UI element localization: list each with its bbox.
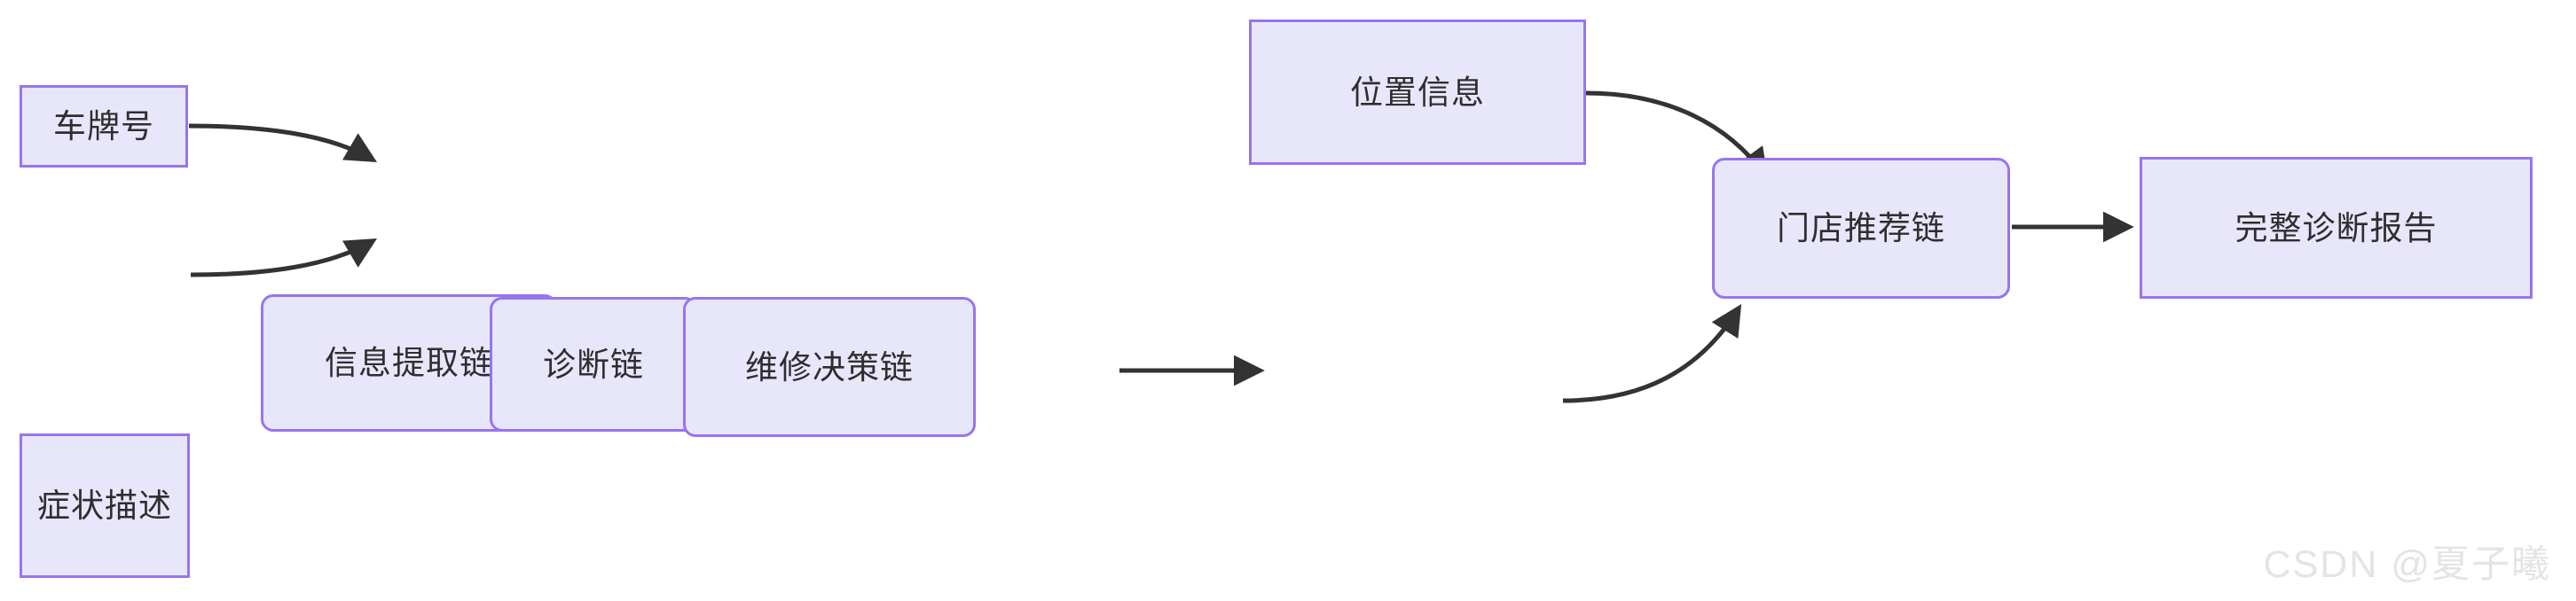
node-complete-diagnosis-report-label: 完整诊断报告 [2234, 209, 2438, 246]
node-license-plate-label: 车牌号 [53, 108, 154, 144]
node-store-recommendation-chain[interactable]: 门店推荐链 [1712, 158, 2010, 299]
node-symptom-description-label: 症状描述 [37, 488, 172, 524]
edge-repair-to-store [1562, 304, 1742, 403]
node-location-info-label: 位置信息 [1350, 74, 1485, 111]
node-symptom-description[interactable]: 症状描述 [20, 433, 190, 578]
edge-symptom-to-extract [190, 238, 378, 277]
node-info-extraction-chain-label: 信息提取链 [325, 345, 493, 381]
node-repair-decision-chain[interactable]: 维修决策链 [683, 297, 976, 437]
node-location-info[interactable]: 位置信息 [1249, 20, 1586, 165]
edge-plate-to-extract [188, 123, 378, 162]
edge-location-to-store [1585, 90, 1769, 180]
node-store-recommendation-chain-label: 门店推荐链 [1777, 210, 1945, 246]
node-license-plate[interactable]: 车牌号 [20, 85, 188, 168]
node-complete-diagnosis-report[interactable]: 完整诊断报告 [2140, 157, 2533, 299]
node-diagnosis-chain-label: 诊断链 [543, 346, 644, 383]
node-repair-decision-chain-label: 维修决策链 [745, 348, 914, 386]
csdn-watermark: CSDN @夏子曦 [2263, 543, 2551, 586]
node-diagnosis-chain[interactable]: 诊断链 [490, 297, 697, 432]
